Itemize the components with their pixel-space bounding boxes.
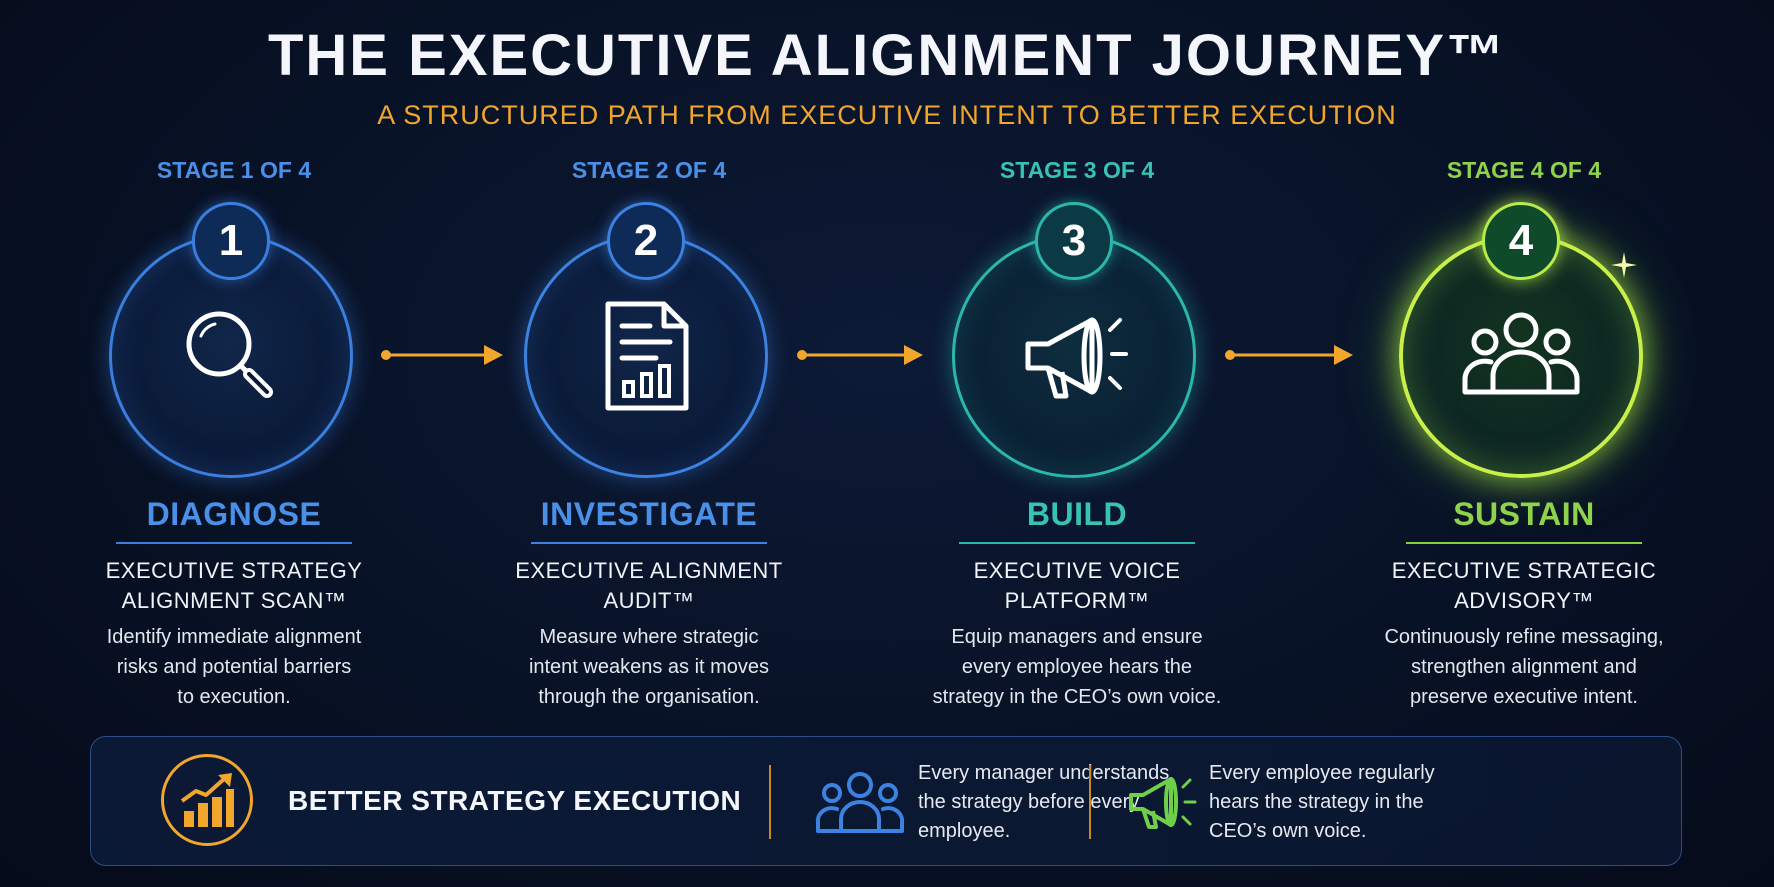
- stage-description: Measure where strategic intent weakens a…: [479, 622, 819, 712]
- outcome-statement-line: hears the strategy in the: [1209, 791, 1424, 813]
- stage-description-line: Measure where strategic: [539, 626, 759, 648]
- stage-name-underline: [1406, 542, 1642, 544]
- sparkle-icon: [1611, 252, 1637, 278]
- megaphone-icon: [1025, 317, 1128, 399]
- stage-number-badge: 2: [607, 202, 685, 280]
- stage-product: EXECUTIVE STRATEGIC ADVISORY™: [1364, 556, 1684, 616]
- stage-product: EXECUTIVE ALIGNMENT AUDIT™: [489, 556, 809, 616]
- arrow-right-icon: [797, 345, 923, 365]
- stage-label: STAGE 4 OF 4: [1446, 157, 1602, 183]
- stage-product-line: ALIGNMENT SCAN™: [121, 588, 347, 613]
- divider: [1089, 765, 1091, 839]
- stage-product-line: AUDIT™: [603, 588, 695, 613]
- stage-name: DIAGNOSE: [146, 496, 322, 532]
- stage-label: STAGE 1 OF 4: [156, 157, 312, 183]
- outcome-statement: Every employee regularly hears the strat…: [1209, 759, 1509, 846]
- stage-product-line: ADVISORY™: [1454, 588, 1594, 613]
- stage-description: Identify immediate alignment risks and p…: [64, 622, 404, 712]
- stage-description-line: strengthen alignment and: [1411, 656, 1637, 678]
- stage-description-line: intent weakens as it moves: [528, 656, 770, 678]
- stage-product: EXECUTIVE VOICE PLATFORM™: [917, 556, 1237, 616]
- outcome-statement-line: the strategy before every: [918, 791, 1140, 813]
- stage-product-line: EXECUTIVE ALIGNMENT: [515, 558, 783, 583]
- stage-description-line: strategy in the CEO’s own voice.: [932, 686, 1222, 708]
- outcome-statement-line: Every manager understands: [918, 762, 1170, 784]
- page-title: THE EXECUTIVE ALIGNMENT JOURNEY™: [267, 23, 1507, 88]
- stage-description-line: Equip managers and ensure: [951, 626, 1203, 648]
- report-document-icon: [605, 301, 689, 411]
- divider: [769, 765, 771, 839]
- stage-description-line: every employee hears the: [961, 656, 1193, 678]
- outcome-title: BETTER STRATEGY EXECUTION: [288, 785, 742, 816]
- megaphone-icon: [1129, 777, 1197, 829]
- stage-label: STAGE 3 OF 4: [999, 157, 1155, 183]
- stage-product-line: EXECUTIVE VOICE: [973, 558, 1181, 583]
- outcome-statement-line: employee.: [918, 820, 1011, 842]
- stage-product-line: EXECUTIVE STRATEGIC: [1391, 558, 1657, 583]
- outcome-bar: BETTER STRATEGY EXECUTION Every manager …: [90, 736, 1682, 866]
- stage-name: SUSTAIN: [1453, 496, 1595, 532]
- stage-description-line: through the organisation.: [538, 686, 760, 708]
- outcome-statement-line: Every employee regularly: [1209, 762, 1435, 784]
- stage-label: STAGE 2 OF 4: [571, 157, 727, 183]
- outcome-statement: Every manager understands the strategy b…: [918, 759, 1218, 846]
- stage-description-line: Continuously refine messaging,: [1384, 626, 1664, 648]
- people-group-icon: [1462, 312, 1580, 395]
- arrow-right-icon: [1225, 345, 1353, 365]
- stage-description-line: Identify immediate alignment: [106, 626, 362, 648]
- stage-name: INVESTIGATE: [540, 496, 758, 532]
- stage-product-line: EXECUTIVE STRATEGY: [105, 558, 363, 583]
- page-subtitle: A STRUCTURED PATH FROM EXECUTIVE INTENT …: [377, 100, 1397, 130]
- rising-bar-chart-icon: [180, 773, 234, 827]
- outcome-icon-badge: [161, 754, 253, 846]
- stage-name-underline: [531, 542, 767, 544]
- stage-name-underline: [116, 542, 352, 544]
- stage-number-badge: 4: [1482, 202, 1560, 280]
- stage-number-badge: 1: [192, 202, 270, 280]
- stage-description-line: preserve executive intent.: [1410, 686, 1638, 708]
- stage-name-underline: [959, 542, 1195, 544]
- stage-product-line: PLATFORM™: [1004, 588, 1150, 613]
- stage-description: Continuously refine messaging, strengthe…: [1354, 622, 1694, 712]
- stage-product: EXECUTIVE STRATEGY ALIGNMENT SCAN™: [74, 556, 394, 616]
- people-group-icon: [815, 772, 905, 833]
- stage-description-line: to execution.: [177, 686, 291, 708]
- stage-number-badge: 3: [1035, 202, 1113, 280]
- arrow-right-icon: [381, 345, 503, 365]
- magnifier-icon: [186, 311, 273, 398]
- stage-description-line: risks and potential barriers: [116, 656, 352, 678]
- stage-description: Equip managers and ensure every employee…: [907, 622, 1247, 712]
- outcome-statement-line: CEO’s own voice.: [1209, 820, 1367, 842]
- stage-name: BUILD: [1026, 496, 1128, 532]
